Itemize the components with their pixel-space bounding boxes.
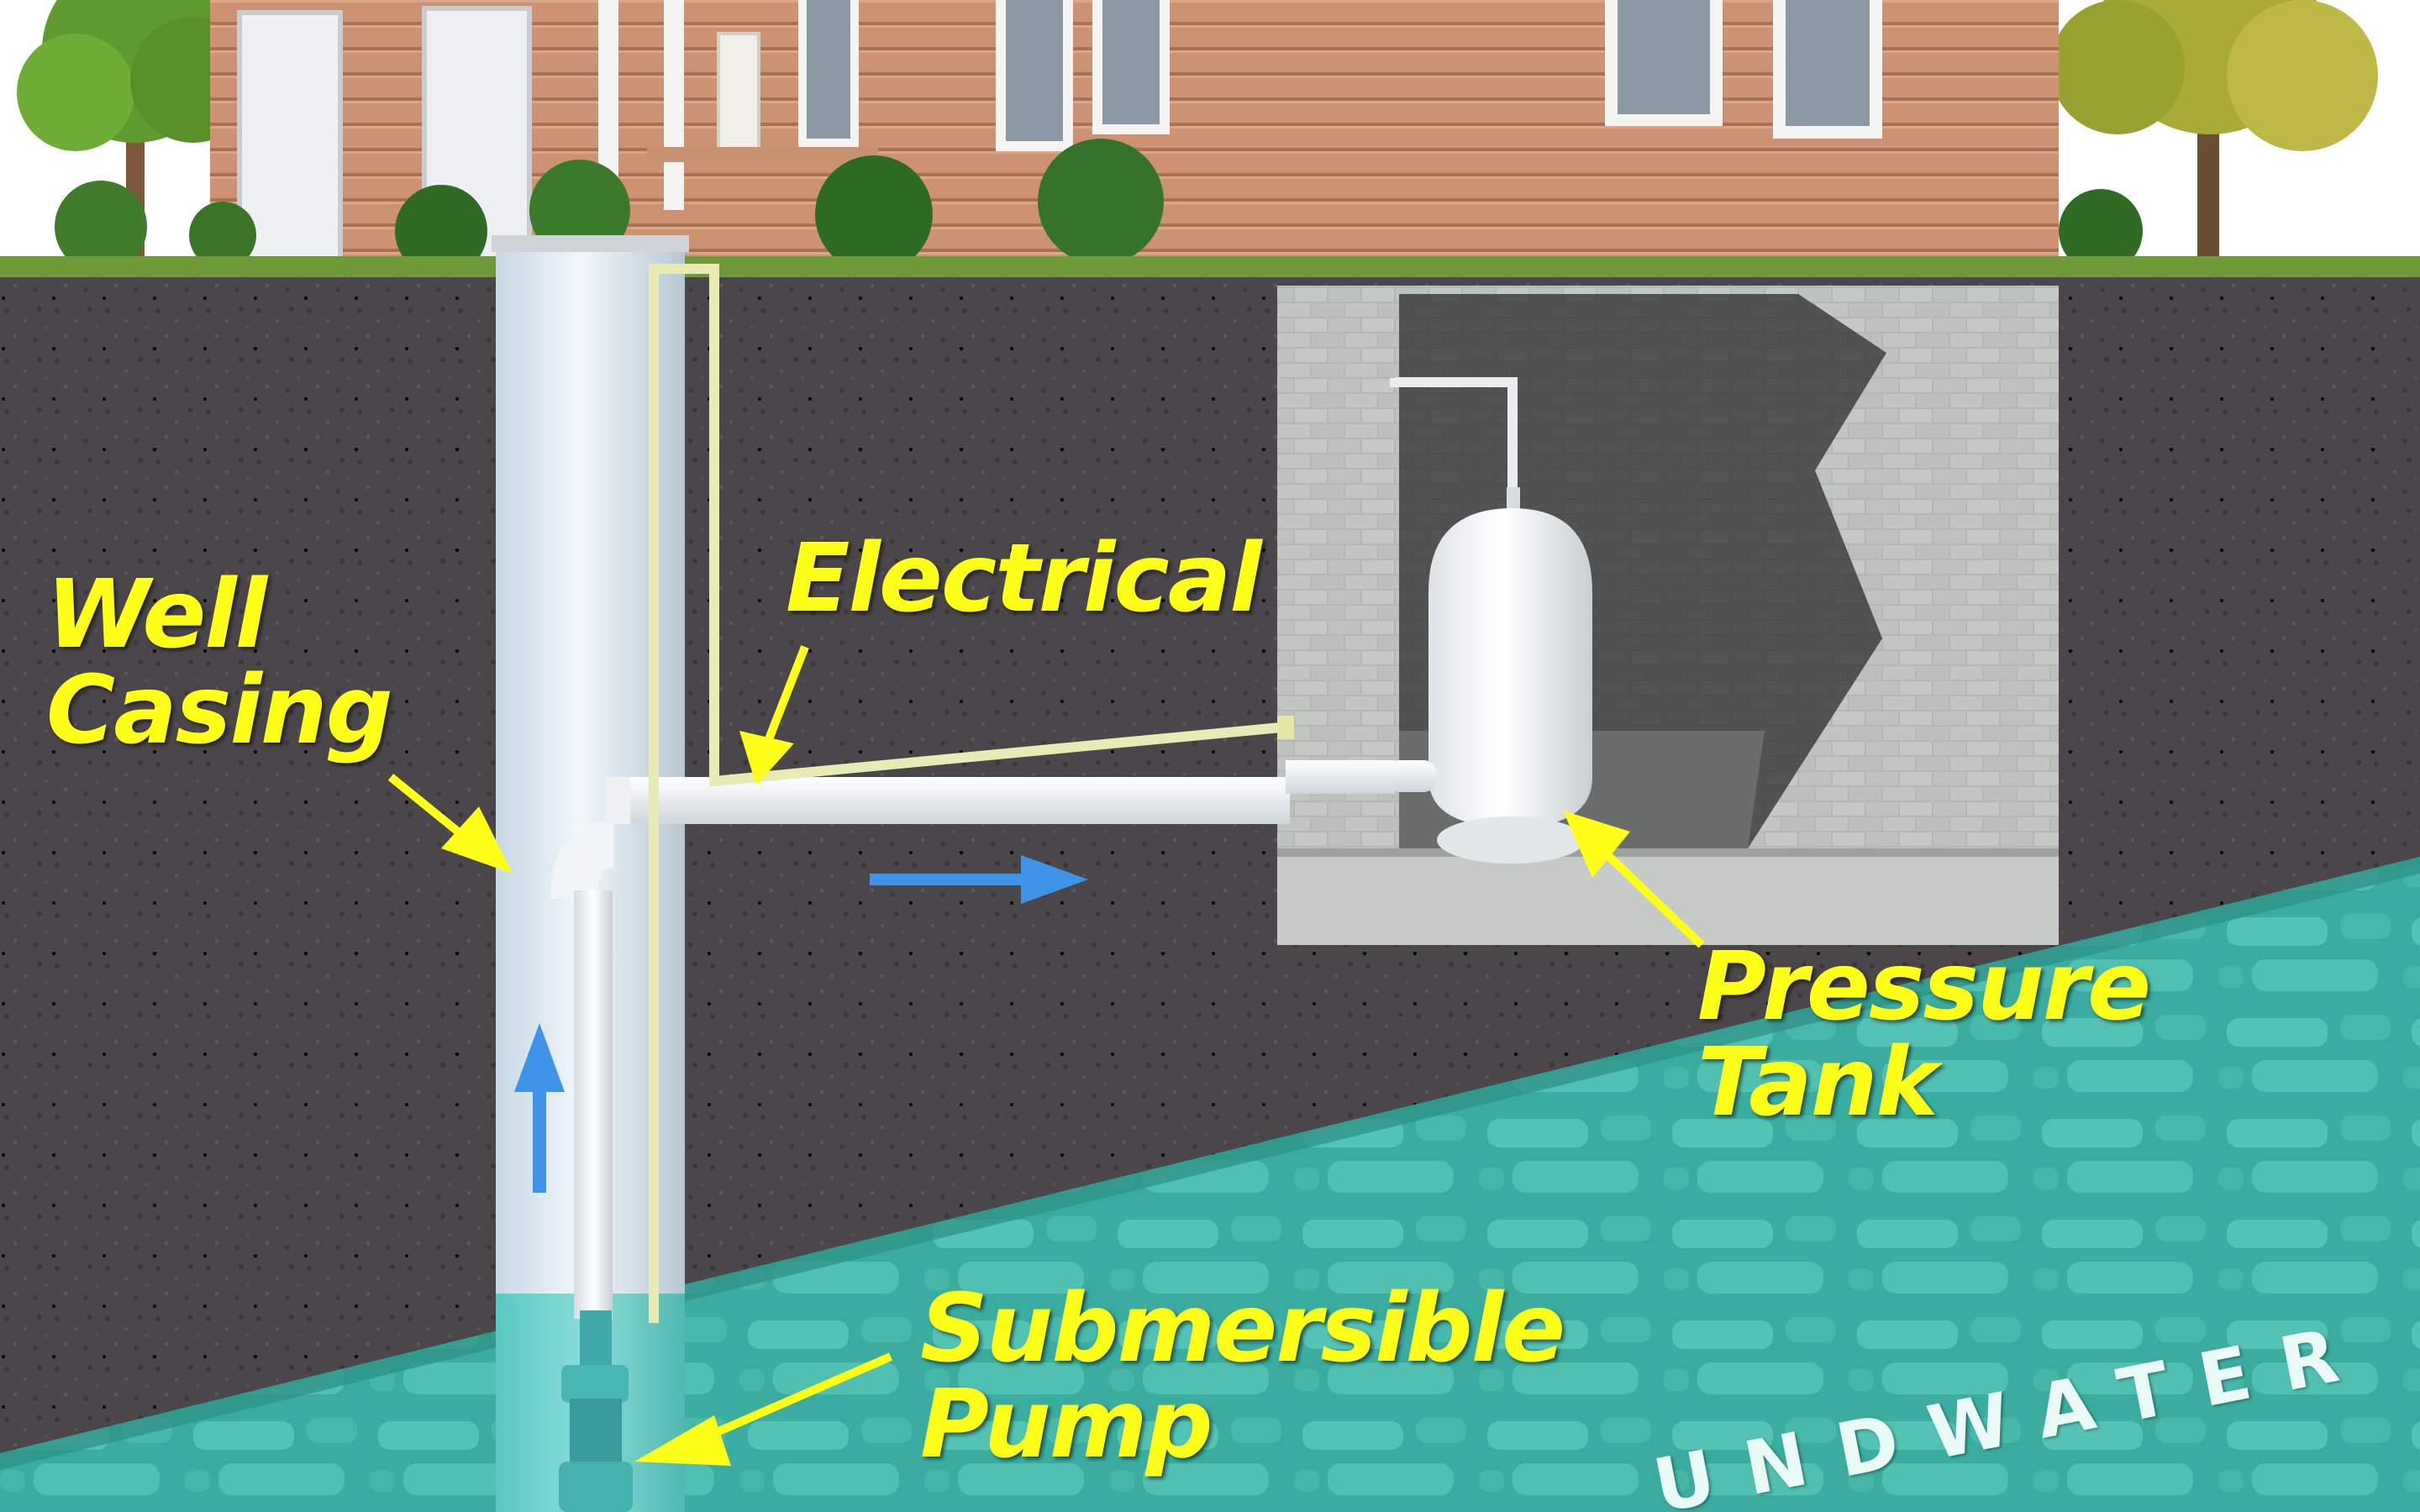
garage-door-left	[237, 10, 343, 263]
electrical-wire	[649, 264, 1294, 1323]
shrubs	[55, 139, 2143, 277]
label-electrical: Electrical	[786, 524, 1262, 633]
flow-arrow-right	[870, 855, 1088, 904]
pressure-tank	[1386, 377, 1592, 864]
pointer-arrow-pressure-tank	[1563, 811, 1705, 948]
submersible-pump	[559, 1310, 633, 1512]
pointer-arrow-well-casing	[387, 774, 513, 874]
label-submersible-pump: Submersible Pump	[920, 1274, 1565, 1480]
tree-right	[2050, 0, 2378, 277]
house	[210, 0, 2059, 290]
pointer-arrow-submersible-pump	[634, 1352, 892, 1466]
label-well-casing: Well Casing	[46, 560, 393, 766]
label-pressure-tank: Pressure Tank	[1697, 932, 2151, 1138]
pointer-arrow-electrical	[739, 645, 809, 785]
flow-arrow-up	[514, 1023, 565, 1193]
basement	[1277, 286, 2059, 945]
